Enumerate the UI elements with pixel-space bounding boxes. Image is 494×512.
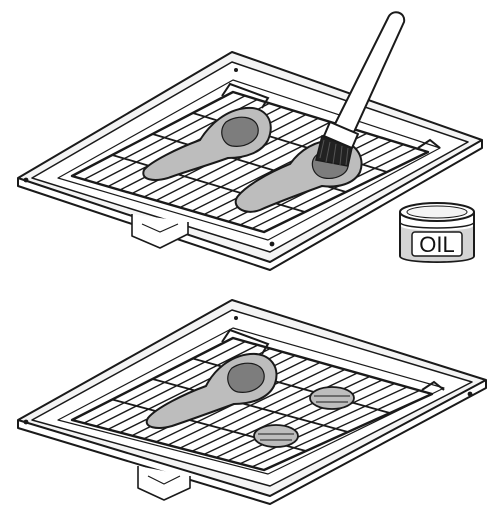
bottom-tray-hole-back [234,316,238,320]
oil-jar-opening [407,206,467,218]
top-panel: OIL [18,12,482,270]
oil-jar-label: OIL [419,232,454,257]
bottom-slice-lower [254,425,298,447]
bottom-slice-lower-shape [254,425,298,447]
top-tray-hole-back [234,68,238,72]
bottom-tray-hole-right [468,392,473,397]
bottom-tray-handle-tab [138,466,190,500]
bottom-panel [18,300,486,504]
oil-jar: OIL [400,203,474,262]
bottom-slice-upper [310,387,354,409]
top-tray-hole-right [270,242,275,247]
top-tray-hole-left [24,178,29,183]
bottom-tray-hole-left [24,420,29,425]
bottom-slice-upper-shape [310,387,354,409]
